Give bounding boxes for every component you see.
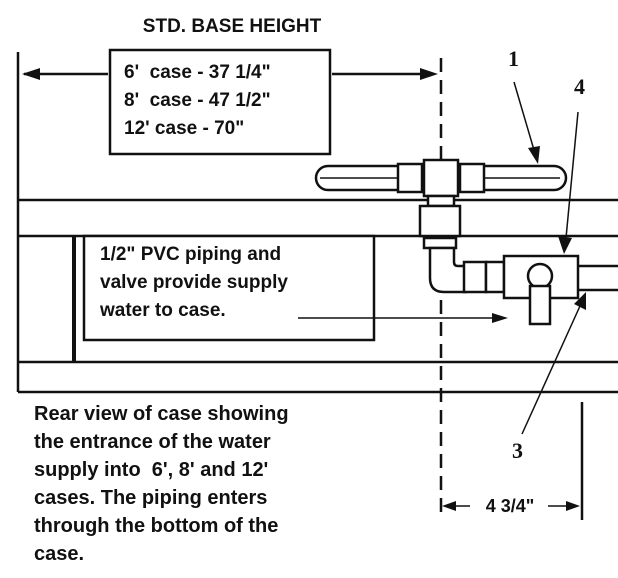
caption-line-4: cases. The piping enters [34,487,267,509]
callout-3-label: 3 [512,438,523,463]
offset-dimension: 4 3/4" [442,402,584,520]
note-pointer-arrow [298,313,508,323]
callout-4: 4 [558,74,585,254]
base-height-dimension [16,52,438,392]
supply-note-line-3: water to case. [99,300,226,321]
water-valve [462,254,618,326]
supply-note-box: 1/2" PVC piping and valve provide supply… [82,234,376,342]
caption-line-5: through the bottom of the [34,515,278,537]
base-height-8ft: 8' case - 47 1/2" [124,90,271,111]
caption-line-2: the entrance of the water [34,431,271,453]
base-height-6ft: 6' case - 37 1/4" [124,62,271,83]
riser-pipe [418,194,468,294]
offset-dimension-label: 4 3/4" [486,496,535,516]
callout-3: 3 [512,292,586,463]
callout-4-label: 4 [574,74,585,99]
supply-note-line-2: valve provide supply [100,272,288,293]
caption: Rear view of case showing the entrance o… [34,403,289,565]
base-height-12ft: 12' case - 70" [124,118,244,139]
diagram-title: STD. BASE HEIGHT [143,16,322,37]
caption-line-3: supply into 6', 8' and 12' [34,459,268,481]
top-pvc-pipe [314,158,568,198]
callout-1: 1 [508,46,540,164]
base-height-box: 6' case - 37 1/4" 8' case - 47 1/2" 12' … [108,48,332,156]
caption-line-1: Rear view of case showing [34,403,289,425]
callout-1-label: 1 [508,46,519,71]
supply-note-line-1: 1/2" PVC piping and [100,244,281,265]
caption-line-6: case. [34,543,84,565]
